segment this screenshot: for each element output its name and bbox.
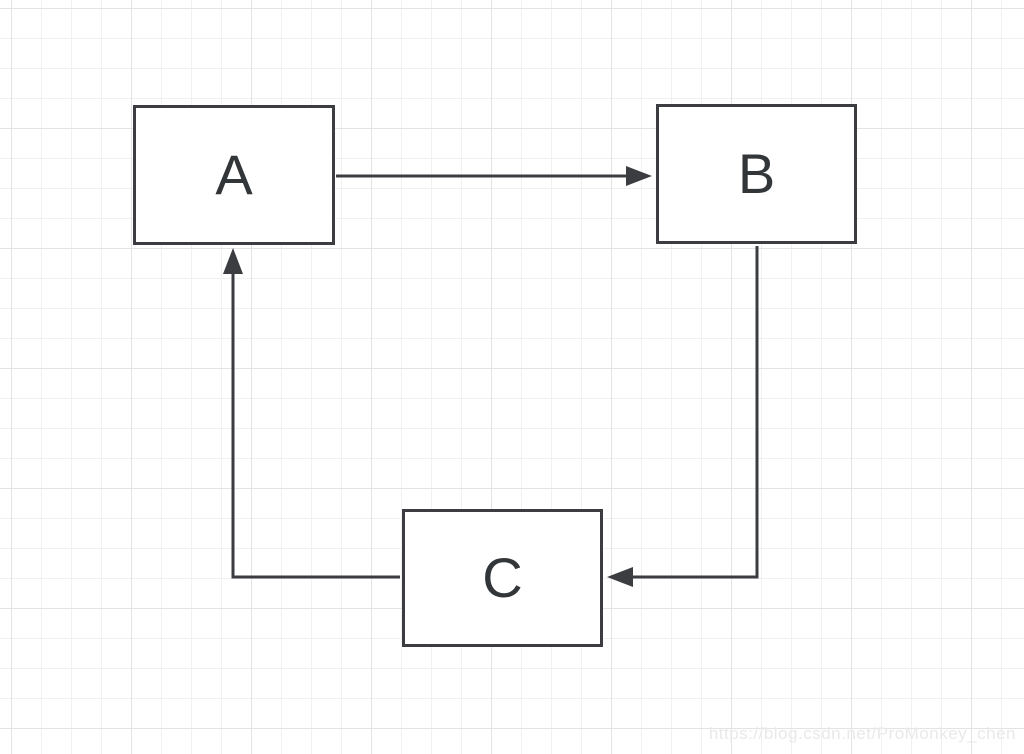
edge-c-to-a bbox=[223, 248, 400, 579]
arrowhead-up-icon bbox=[223, 248, 243, 274]
edge-b-to-c bbox=[607, 246, 759, 587]
watermark: https://blog.csdn.net/ProMonkey_chen bbox=[708, 724, 1016, 743]
node-b-label: B bbox=[737, 142, 776, 205]
node-c: C bbox=[402, 509, 603, 647]
node-b: B bbox=[656, 104, 857, 244]
arrowhead-left-icon bbox=[607, 567, 633, 587]
edge-a-to-b bbox=[336, 166, 652, 186]
node-a-label: A bbox=[215, 143, 253, 206]
arrowhead-right-icon bbox=[626, 166, 652, 186]
node-a: A bbox=[133, 105, 335, 245]
node-c-label: C bbox=[482, 546, 523, 609]
